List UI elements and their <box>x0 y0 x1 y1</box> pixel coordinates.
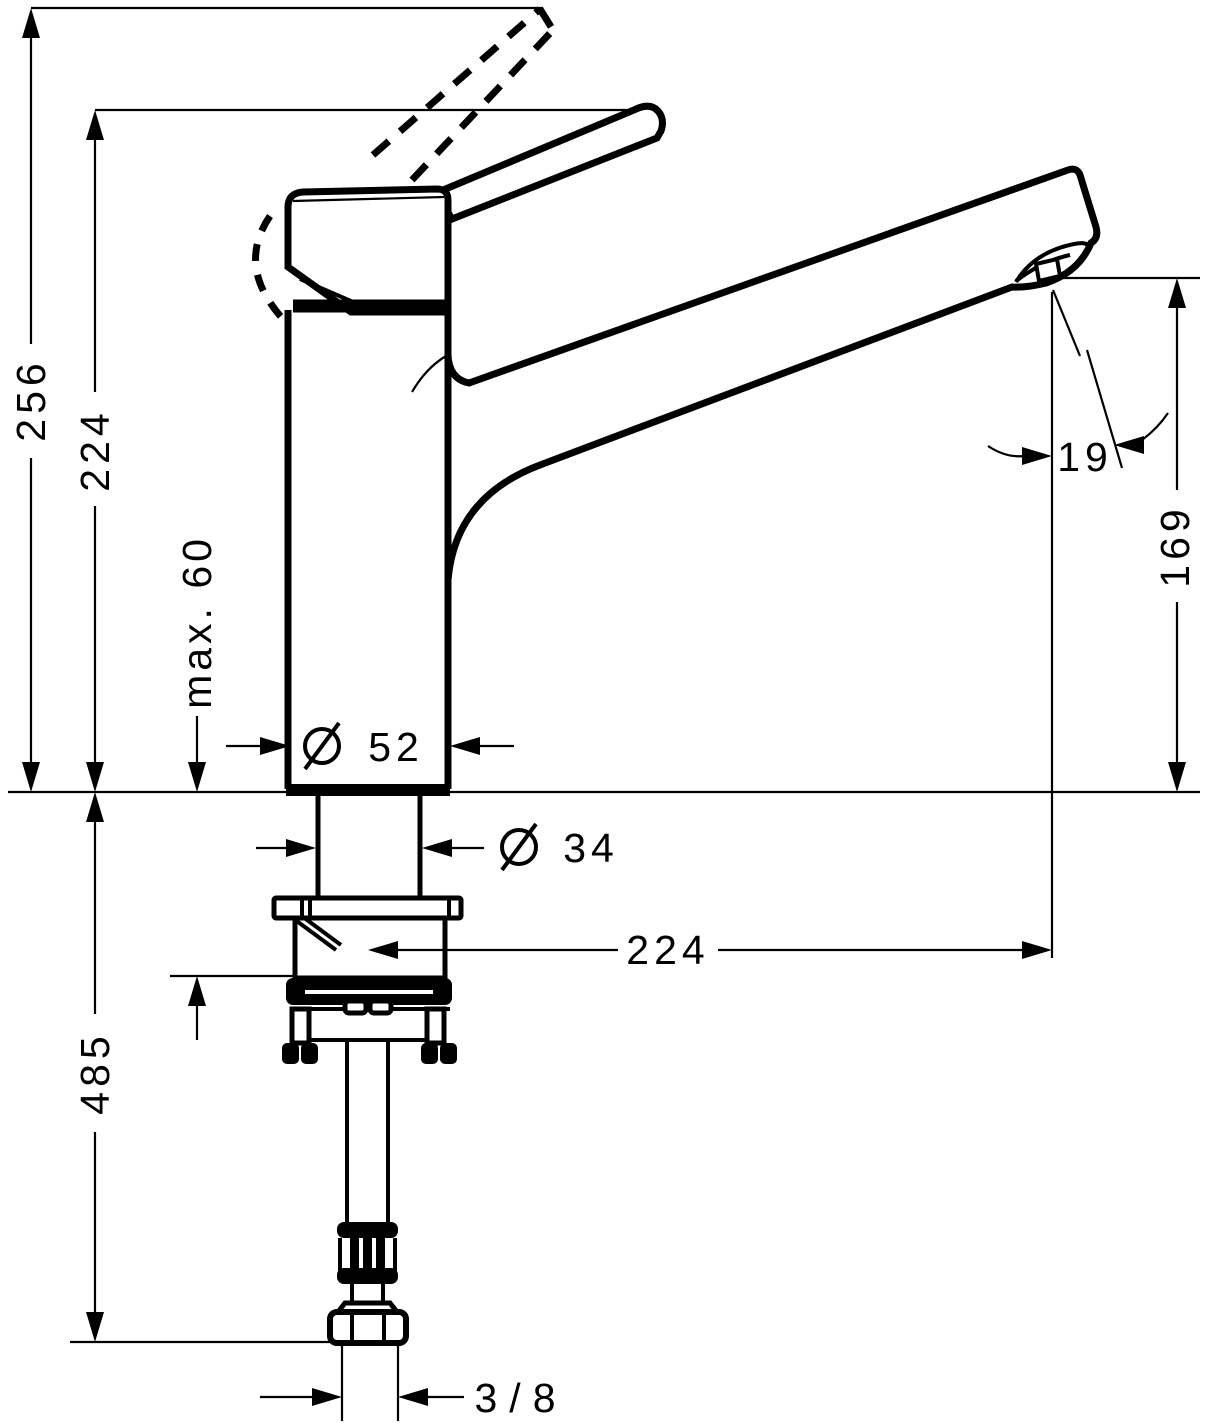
dimension-connection-size: 3/8 <box>260 1375 568 1421</box>
dimension-mounting-thickness: max. 60 <box>174 535 220 1040</box>
dim-max60-label: max. 60 <box>174 535 220 709</box>
dimension-outlet-offset: 19 <box>987 412 1169 480</box>
faucet-body <box>252 6 1124 796</box>
handle-housing <box>284 185 452 316</box>
mounting-bracket <box>282 998 457 1064</box>
dim-38-label: 3/8 <box>475 1375 568 1421</box>
water-direction-line <box>1051 289 1124 469</box>
handle-raised-phantom <box>252 6 556 321</box>
dim-485-label: 485 <box>72 1031 118 1114</box>
reference-lines <box>8 6 1200 1421</box>
dimension-body-diameter: 52 <box>226 721 514 771</box>
diameter-icon <box>303 721 341 771</box>
lever-handle <box>430 102 666 224</box>
dimension-outlet-height: 169 <box>1152 278 1198 792</box>
dimension-spout-top-height: 224 <box>72 110 118 792</box>
dim-256-label: 256 <box>8 358 54 441</box>
dim-19-label: 19 <box>1057 434 1113 480</box>
dimension-hose-length: 485 <box>72 792 118 1342</box>
dimension-overall-height: 256 <box>8 8 54 792</box>
aerator <box>1014 241 1092 284</box>
dim-224v-label: 224 <box>72 408 118 491</box>
undercounter-assembly <box>271 796 464 1346</box>
dim-224h-label: 224 <box>626 927 709 973</box>
diameter-icon <box>500 822 538 872</box>
bracket-foot <box>282 1043 299 1064</box>
dimension-shank-diameter: 34 <box>256 822 619 872</box>
spout <box>444 165 1101 581</box>
dim-34-label: 34 <box>563 825 619 871</box>
junction-arc <box>411 355 447 393</box>
dim-52-label: 52 <box>368 724 424 770</box>
dim-169-label: 169 <box>1152 504 1198 587</box>
dimension-spout-reach: 224 <box>368 927 1052 973</box>
connection-nut <box>327 1300 409 1346</box>
supply-hose <box>337 1042 398 1303</box>
